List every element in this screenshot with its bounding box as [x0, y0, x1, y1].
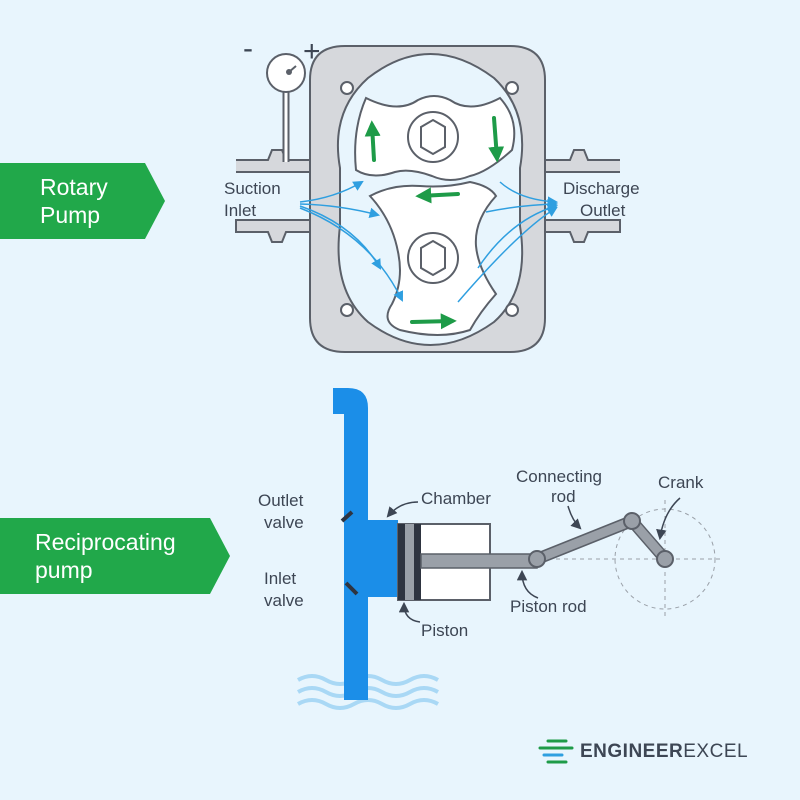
engineerexcel-logo: ENGINEEREXCEL: [538, 739, 748, 764]
inlet-valve-label-line2: valve: [264, 591, 304, 610]
logo-engineer: ENGINEER: [580, 741, 683, 762]
chamber-label: Chamber: [421, 489, 491, 508]
annotation-arrows: [386, 497, 681, 623]
logo-mark: [538, 739, 574, 764]
flow-arrows: [299, 180, 559, 303]
discharge-label-line1: Discharge: [563, 179, 640, 198]
upper-hex-nut: [420, 118, 446, 156]
outlet-valve-label-line2: valve: [264, 513, 304, 532]
reciprocating-pump: Outlet valve Inlet valve Chamber Piston …: [258, 388, 722, 710]
crank-label: Crank: [658, 473, 704, 492]
water-pipe: [333, 388, 398, 700]
gauge-minus-sign: -: [243, 32, 253, 65]
piston-label: Piston: [421, 621, 468, 640]
suction-label-line2: Inlet: [224, 201, 256, 220]
inlet-valve-label-line1: Inlet: [264, 569, 296, 588]
connecting-rod: [532, 516, 637, 564]
recip-banner-line2: pump: [35, 557, 93, 583]
logo-excel: EXCEL: [683, 741, 748, 762]
joint-pins: [528, 512, 674, 568]
connecting-rod-label-line1: Connecting: [516, 467, 602, 486]
piston-rod-label: Piston rod: [510, 597, 587, 616]
lower-hex-nut: [420, 239, 446, 277]
discharge-label-line2: Outlet: [580, 201, 626, 220]
piston-rod: [420, 553, 538, 569]
gauge-plus-sign: +: [303, 35, 321, 68]
inlet-valve: [344, 581, 359, 596]
rotation-arrows: [364, 116, 505, 330]
upper-shaft: [407, 111, 459, 163]
pressure-gauge: [266, 53, 306, 162]
suction-label-line1: Suction: [224, 179, 281, 198]
logo-text: ENGINEEREXCEL: [580, 741, 748, 762]
outlet-pipe: [525, 149, 621, 243]
rotary-banner-line1: Rotary: [40, 174, 108, 200]
outlet-valve: [340, 510, 354, 523]
rotary-pump: - + Suction Inlet Discharge Outlet: [224, 32, 640, 353]
recip-banner-line1: Reciprocating: [35, 529, 176, 555]
reciprocating-pump-banner: Reciprocating pump: [0, 518, 230, 594]
lower-shaft: [407, 232, 459, 284]
rotary-pump-banner: Rotary Pump: [0, 163, 165, 239]
piston: [398, 524, 421, 600]
rotary-banner-line2: Pump: [40, 202, 101, 228]
connecting-rod-label-line2: rod: [551, 487, 576, 506]
casing-bolts: [340, 81, 519, 317]
outlet-valve-label-line1: Outlet: [258, 491, 304, 510]
